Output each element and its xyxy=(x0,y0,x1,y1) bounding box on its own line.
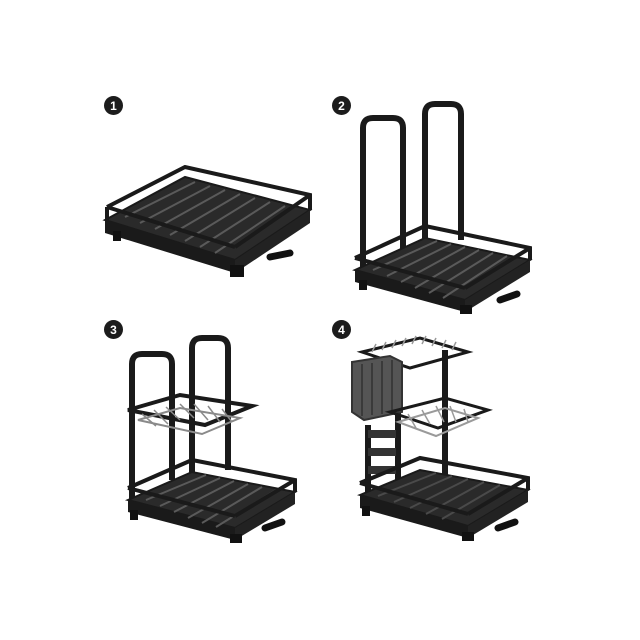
step-2-badge: 2 xyxy=(332,96,351,115)
step-3-badge: 3 xyxy=(104,320,123,339)
dish-rack-base-icon xyxy=(102,165,313,277)
step-2-number: 2 xyxy=(338,98,345,113)
step-1-number: 1 xyxy=(110,98,117,113)
step-4-number: 4 xyxy=(338,322,345,337)
step-4-badge: 4 xyxy=(332,320,351,339)
step-1-badge: 1 xyxy=(104,96,123,115)
step-3-number: 3 xyxy=(110,322,117,337)
dish-rack-with-frame-icon xyxy=(352,101,533,314)
dish-rack-assembled-icon xyxy=(351,335,531,541)
dish-rack-with-basket-icon xyxy=(124,335,298,543)
